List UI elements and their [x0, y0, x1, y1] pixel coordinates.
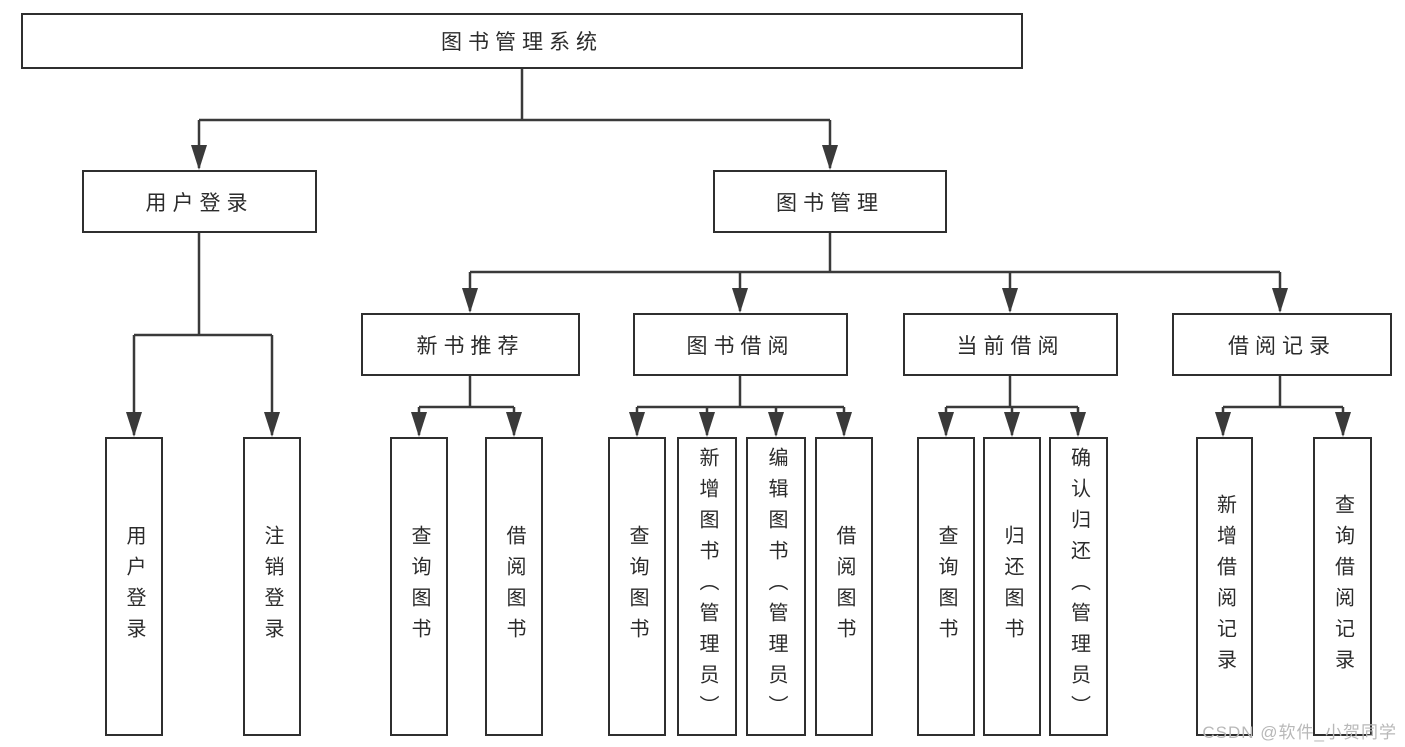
leaf-add-borrow-record: 新增借阅记录 [1196, 437, 1253, 736]
leaf-return-book: 归还图书 [983, 437, 1041, 736]
node-new-book-recommend: 新书推荐 [361, 313, 580, 376]
node-book-management: 图书管理 [713, 170, 947, 233]
node-borrow-records: 借阅记录 [1172, 313, 1392, 376]
leaf-logout: 注销登录 [243, 437, 301, 736]
leaf-add-book-admin: 新增图书（管理员） [677, 437, 737, 736]
node-root: 图书管理系统 [21, 13, 1023, 69]
leaf-query-borrow-record: 查询借阅记录 [1313, 437, 1372, 736]
leaf-user-login: 用户登录 [105, 437, 163, 736]
leaf-borrow-books-recommend: 借阅图书 [485, 437, 543, 736]
node-current-borrow: 当前借阅 [903, 313, 1118, 376]
watermark: CSDN @软件_小贺同学 [1202, 723, 1397, 742]
leaf-borrow-books-borrow: 借阅图书 [815, 437, 873, 736]
leaf-confirm-return-admin: 确认归还（管理员） [1049, 437, 1108, 736]
leaf-query-books-recommend: 查询图书 [390, 437, 448, 736]
leaf-query-books-current: 查询图书 [917, 437, 975, 736]
node-user-login: 用户登录 [82, 170, 317, 233]
leaf-edit-book-admin: 编辑图书（管理员） [746, 437, 806, 736]
leaf-query-books-borrow: 查询图书 [608, 437, 666, 736]
node-book-borrow: 图书借阅 [633, 313, 848, 376]
